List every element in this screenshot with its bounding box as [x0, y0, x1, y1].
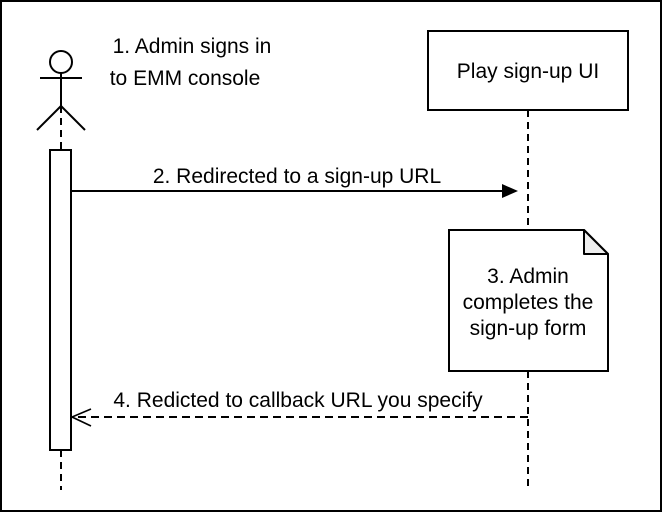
note-label-line3: sign-up form — [470, 317, 587, 340]
actor-activation-bar — [49, 149, 72, 451]
actor-label-line1: 1. Admin signs in — [113, 35, 272, 58]
note-label-line1: 3. Admin — [487, 265, 569, 288]
message-2-arrowhead-icon — [502, 184, 518, 198]
actor-leg-left — [36, 105, 62, 131]
note-fold-corner-icon — [583, 229, 609, 255]
actor-leg-right — [60, 105, 86, 131]
note-shape — [448, 229, 609, 372]
actor-head — [49, 50, 73, 74]
message-4-label: 4. Redicted to callback URL you specify — [113, 389, 483, 412]
message-2-label: 2. Redirected to a sign-up URL — [153, 165, 441, 188]
participant-box — [427, 30, 629, 111]
note-label-line2: completes the — [463, 291, 594, 314]
actor-label-line2: to EMM console — [110, 67, 261, 90]
participant-label: Play sign-up UI — [457, 60, 599, 83]
actor-figure — [36, 50, 86, 131]
message-4-arrowhead-icon — [70, 408, 92, 427]
